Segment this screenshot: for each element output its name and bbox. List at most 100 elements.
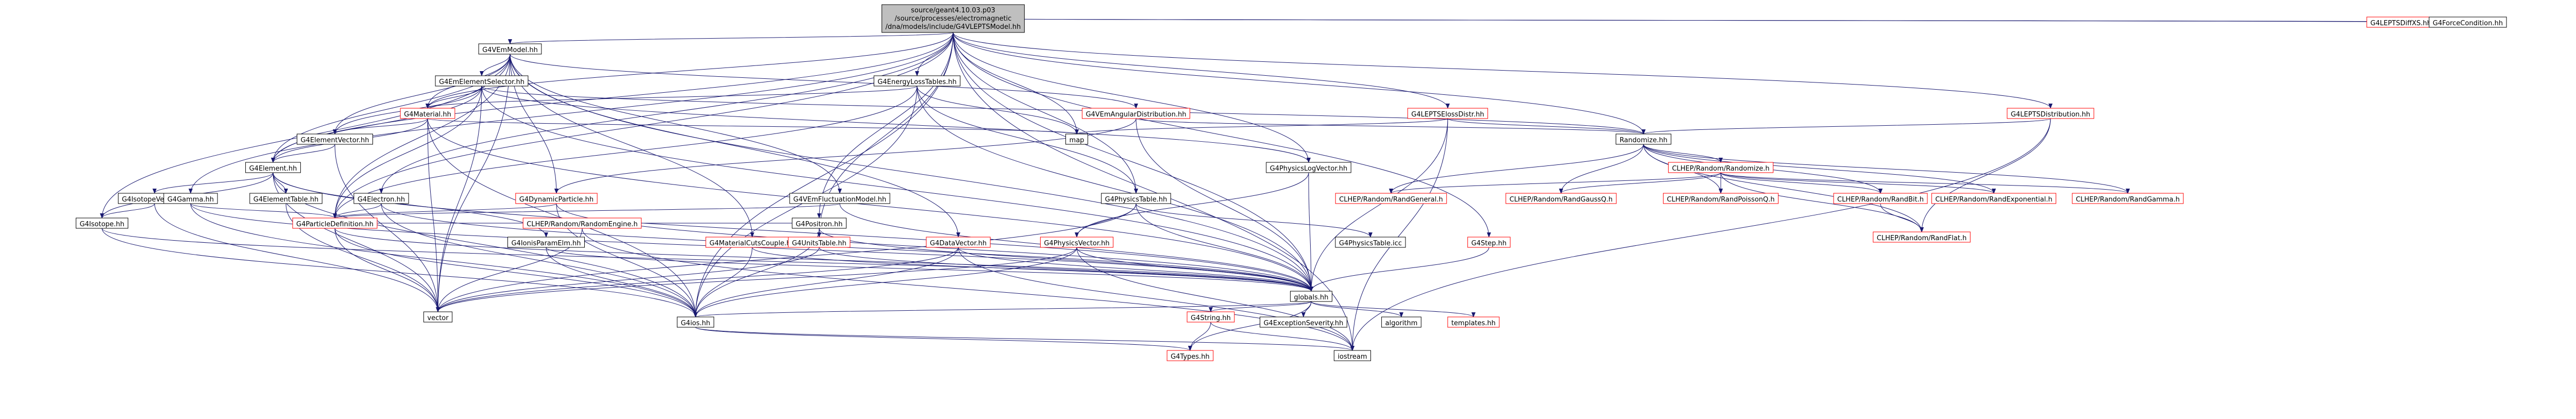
- node-G4ElementTable[interactable]: G4ElementTable.hh: [249, 193, 323, 204]
- node-box: [1668, 162, 1774, 173]
- node-CLHEPRandomEngine[interactable]: CLHEP/Random/RandomEngine.h: [522, 217, 642, 229]
- node-box: [478, 43, 542, 55]
- node-box: [1101, 193, 1171, 204]
- node-templates[interactable]: templates.hh: [1447, 316, 1500, 328]
- node-box: [515, 193, 598, 204]
- node-label: G4DynamicParticle.hh: [519, 196, 594, 204]
- edge-G4EnergyLossTables-to-G4ParticleDefinition: [333, 86, 918, 219]
- node-CLHEPRandGaussQ[interactable]: CLHEP/Random/RandGaussQ.h: [1505, 193, 1617, 204]
- edge-G4PhysicsTable-to-G4PhysicsTableIcc: [1136, 203, 1372, 238]
- node-box: [507, 237, 585, 248]
- edge-Randomize-to-CLHEPRandGeneral: [1389, 144, 1644, 194]
- node-G4LEPTSDistribution[interactable]: G4LEPTSDistribution.hh: [2007, 108, 2094, 119]
- edge-G4IonisParamElm-to-globals: [546, 247, 1313, 292]
- node-CLHEPRandomize[interactable]: CLHEP/Random/Randomize.h: [1668, 162, 1774, 173]
- node-G4VEmFluctuationModel[interactable]: G4VEmFluctuationModel.hh: [789, 193, 890, 204]
- node-CLHEPRandPoissonQ[interactable]: CLHEP/Random/RandPoissonQ.h: [1663, 193, 1779, 204]
- node-G4Isotope[interactable]: G4Isotope.hh: [76, 217, 128, 229]
- edges-layer: [100, 17, 2468, 351]
- node-label: G4ios.hh: [681, 320, 710, 327]
- edge-G4Element-to-G4IsotopeVector: [152, 172, 274, 194]
- edge-G4Element-to-G4ios: [273, 172, 698, 317]
- node-box: [249, 193, 323, 204]
- node-label: G4Isotope.hh: [80, 221, 125, 228]
- node-box: [1335, 237, 1406, 248]
- node-label: G4EnergyLossTables.hh: [877, 78, 956, 86]
- node-CLHEPRandGamma[interactable]: CLHEP/Random/RandGamma.h: [2072, 193, 2184, 204]
- node-box: [1931, 193, 2057, 204]
- node-G4Positron[interactable]: G4Positron.hh: [791, 217, 847, 229]
- node-CLHEPRandGeneral[interactable]: CLHEP/Random/RandGeneral.h: [1335, 193, 1447, 204]
- node-G4Step[interactable]: G4Step.hh: [1467, 237, 1511, 248]
- node-G4Element[interactable]: G4Element.hh: [245, 162, 301, 173]
- edge-G4PhysicsTable-to-globals: [1136, 203, 1313, 292]
- edge-G4EmElementSelector-to-vector: [436, 86, 482, 312]
- node-G4ios[interactable]: G4ios.hh: [676, 316, 715, 328]
- node-label: G4PhysicsLogVector.hh: [1270, 165, 1347, 173]
- node-G4MaterialCutsCouple[interactable]: G4MaterialCutsCouple.hh: [705, 237, 799, 248]
- node-G4ForceCondition[interactable]: G4ForceCondition.hh: [2429, 16, 2507, 28]
- node-G4EnergyLossTables[interactable]: G4EnergyLossTables.hh: [873, 75, 961, 87]
- node-box: [1833, 193, 1928, 204]
- node-G4IonisParamElm[interactable]: G4IonisParamElm.hh: [507, 237, 585, 248]
- node-G4PhysicsVector[interactable]: G4PhysicsVector.hh: [1040, 237, 1114, 248]
- node-label: G4Element.hh: [249, 165, 297, 173]
- node-box: [1407, 108, 1488, 119]
- edge-G4PhysicsVector-to-iostream: [1076, 247, 1354, 351]
- node-G4Electron[interactable]: G4Electron.hh: [353, 193, 409, 204]
- node-G4ElementVector[interactable]: G4ElementVector.hh: [296, 133, 374, 145]
- edge-G4String-to-iostream: [1210, 322, 1354, 351]
- edge-G4IsotopeVector-to-vector: [154, 203, 440, 312]
- node-root: source/geant4.10.03.p03/source/processes…: [882, 4, 1025, 33]
- node-box: [873, 75, 961, 87]
- node-box: [245, 162, 301, 173]
- node-G4DynamicParticle[interactable]: G4DynamicParticle.hh: [515, 193, 598, 204]
- node-iostream[interactable]: iostream: [1333, 350, 1371, 361]
- node-G4PhysicsLogVector[interactable]: G4PhysicsLogVector.hh: [1266, 162, 1351, 173]
- node-G4ParticleDefinition[interactable]: G4ParticleDefinition.hh: [292, 217, 378, 229]
- node-G4Types[interactable]: G4Types.hh: [1166, 350, 1214, 361]
- edge-root-to-G4ParticleDefinition: [333, 32, 954, 219]
- edge-CLHEPRandomize-to-CLHEPRandExponential: [1720, 172, 1996, 194]
- node-G4PhysicsTableIcc[interactable]: G4PhysicsTable.icc: [1335, 237, 1406, 248]
- node-G4Gamma[interactable]: G4Gamma.hh: [163, 193, 218, 204]
- node-globals[interactable]: globals.hh: [1290, 291, 1333, 302]
- node-G4Material[interactable]: G4Material.hh: [400, 108, 455, 119]
- node-label: source/geant4.10.03.p03: [911, 7, 995, 14]
- node-Randomize[interactable]: Randomize.hh: [1616, 133, 1671, 145]
- node-box: [788, 237, 851, 248]
- node-box: [76, 217, 128, 229]
- node-G4VEmModel[interactable]: G4VEmModel.hh: [478, 43, 542, 55]
- node-label: CLHEP/Random/Randomize.h: [1672, 165, 1769, 173]
- edge-G4EmElementSelector-to-G4Element: [271, 86, 482, 163]
- node-G4UnitsTable[interactable]: G4UnitsTable.hh: [788, 237, 851, 248]
- node-G4ExceptionSeverity[interactable]: G4ExceptionSeverity.hh: [1260, 316, 1347, 328]
- node-G4String[interactable]: G4String.hh: [1187, 311, 1235, 323]
- node-label: CLHEP/Random/RandGamma.h: [2076, 196, 2180, 204]
- edge-root-to-iostream: [953, 32, 1354, 351]
- node-G4DataVector[interactable]: G4DataVector.hh: [926, 237, 991, 248]
- edge-G4EmElementSelector-to-G4ParticleDefinition: [333, 86, 482, 219]
- node-G4PhysicsTable[interactable]: G4PhysicsTable.hh: [1101, 193, 1171, 204]
- edge-CLHEPRandBit-to-CLHEPRandFlat: [1880, 203, 1924, 232]
- edge-Randomize-to-CLHEPRandGamma: [1643, 144, 2130, 194]
- node-G4LEPTSElossDistr[interactable]: G4LEPTSElossDistr.hh: [1407, 108, 1488, 119]
- edge-G4MaterialCutsCouple-to-globals: [752, 247, 1313, 292]
- node-G4LEPTSDiffXS[interactable]: G4LEPTSDiffXS.hh: [2366, 16, 2435, 28]
- node-CLHEPRandFlat[interactable]: CLHEP/Random/RandFlat.h: [1873, 231, 1971, 243]
- node-vector[interactable]: vector: [423, 311, 453, 323]
- edge-G4PhysicsVector-to-G4ios: [693, 247, 1077, 317]
- node-map[interactable]: map: [1065, 133, 1088, 145]
- node-CLHEPRandExponential[interactable]: CLHEP/Random/RandExponential.h: [1931, 193, 2057, 204]
- node-label: iostream: [1337, 353, 1367, 361]
- edge-G4UnitsTable-to-globals: [819, 247, 1313, 292]
- node-algorithm[interactable]: algorithm: [1381, 316, 1421, 328]
- node-label: G4Step.hh: [1471, 240, 1507, 247]
- node-G4VEmAngularDistribution[interactable]: G4VEmAngularDistribution.hh: [1081, 108, 1191, 119]
- node-box: [292, 217, 378, 229]
- node-label: /source/processes/electromagnetic: [895, 15, 1012, 23]
- node-CLHEPRandBit[interactable]: CLHEP/Random/RandBit.h: [1833, 193, 1928, 204]
- edge-CLHEPRandomize-to-CLHEPRandGamma: [1720, 172, 2130, 194]
- edge-G4LEPTSElossDistr-to-map: [1075, 118, 1448, 135]
- node-G4EmElementSelector[interactable]: G4EmElementSelector.hh: [435, 75, 529, 87]
